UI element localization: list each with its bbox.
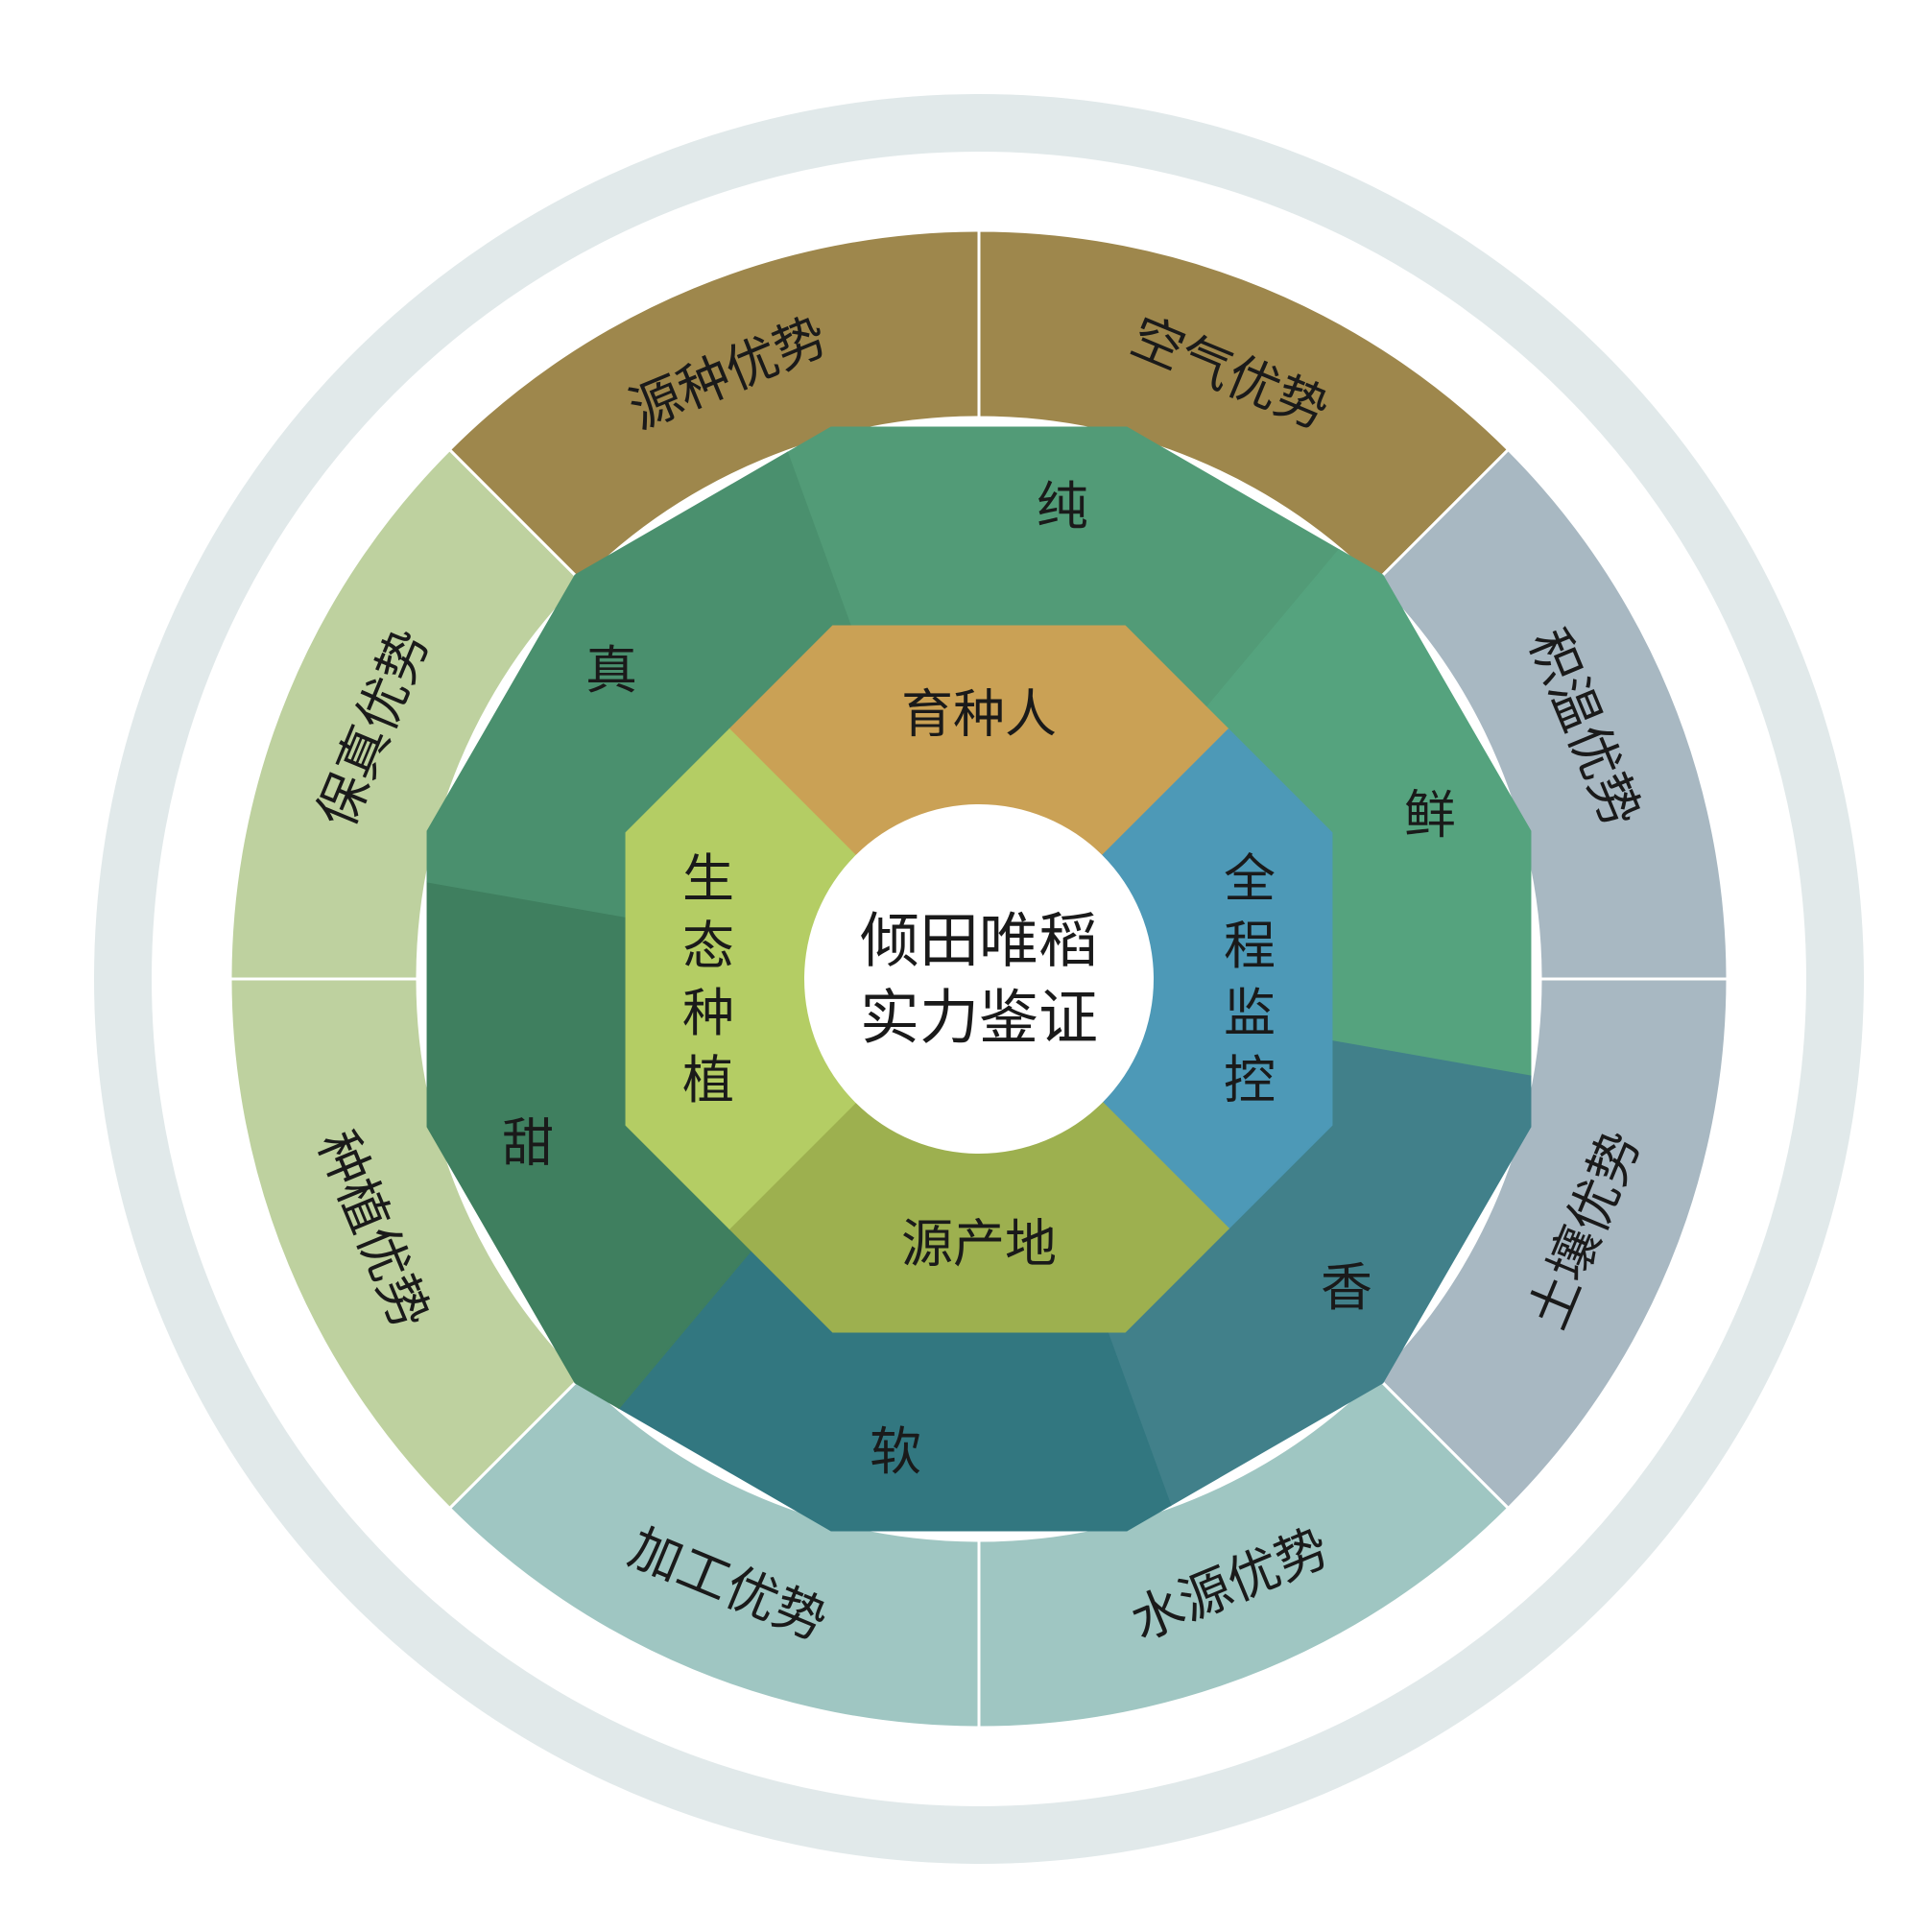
outer-sector [447,228,981,584]
inner-sector-label: 生态种植 [682,848,734,1110]
center-disc [804,804,1154,1154]
middle-sector-label: 真 [585,640,637,701]
center-title-line-2: 实力鉴证 [860,983,1098,1053]
middle-sector-label: 软 [870,1421,921,1482]
middle-sector-label: 香 [1321,1257,1372,1318]
inner-sector-label: 全程监控 [1224,848,1276,1110]
middle-sector-label: 甜 [502,1113,554,1174]
middle-sector-label: 鲜 [1404,784,1456,845]
inner-sector-label: 育种人 [901,684,1057,745]
center-disc-group: 倾田唯稻 实力鉴证 [804,804,1154,1154]
inner-sector-label: 源产地 [901,1214,1057,1275]
outline-ring [94,94,1864,1864]
center-title-line-1: 倾田唯稻 [860,906,1098,976]
middle-sector-label: 纯 [1037,476,1088,537]
